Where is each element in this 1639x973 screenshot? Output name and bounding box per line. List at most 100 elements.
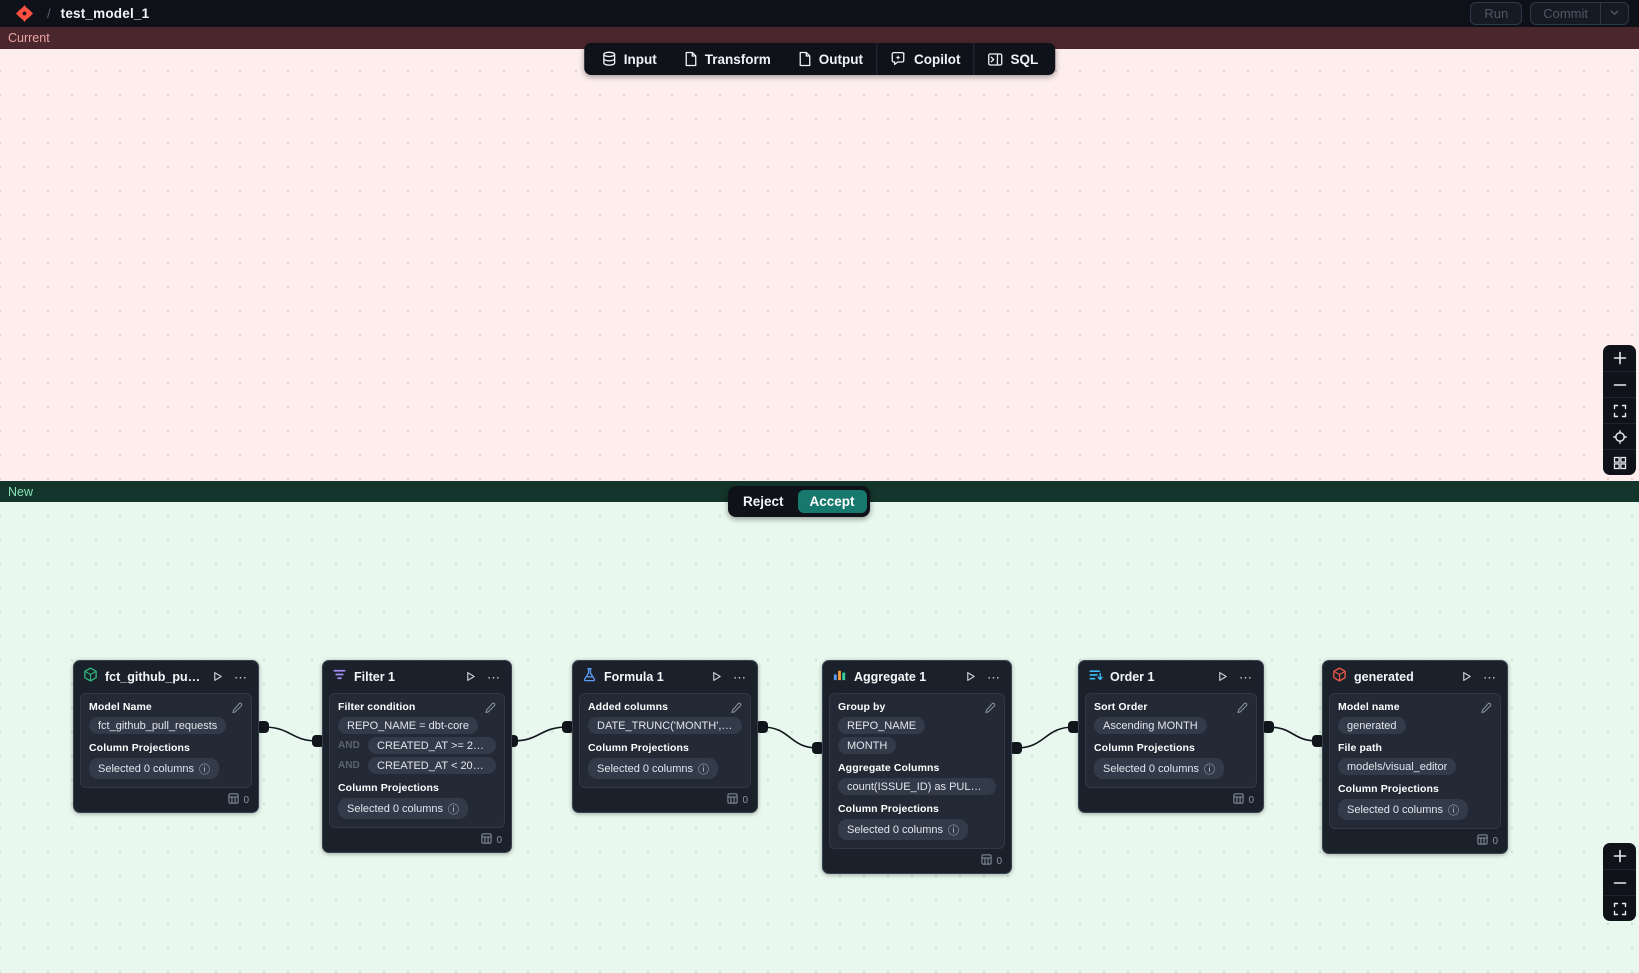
dbt-logo-icon[interactable]: [16, 5, 33, 22]
database-icon: [601, 51, 617, 67]
current-canvas[interactable]: [0, 49, 1639, 481]
value-chip[interactable]: REPO_NAME: [838, 717, 926, 734]
new-section-label: New: [8, 484, 34, 499]
toolbar-copilot-label: Copilot: [914, 51, 961, 67]
node-header[interactable]: Order 1⋯: [1079, 661, 1263, 692]
chip-text: MONTH: [847, 739, 888, 752]
edit-pencil-icon[interactable]: [730, 701, 742, 719]
node-run-button[interactable]: [1459, 671, 1474, 684]
zoom-out-button[interactable]: [1603, 869, 1636, 895]
node-run-button[interactable]: [463, 671, 478, 684]
fit-view-button[interactable]: [1603, 397, 1636, 423]
result-table-icon: [727, 793, 739, 807]
info-icon[interactable]: ⓘ: [199, 763, 210, 776]
reject-button[interactable]: Reject: [731, 491, 796, 512]
edit-pencil-icon[interactable]: [1236, 701, 1248, 719]
value-chip[interactable]: CREATED_AT >= 2024-12-01: [368, 737, 496, 754]
section-label: Sort Order: [1094, 701, 1148, 713]
chip-text: Selected 0 columns: [98, 762, 194, 775]
row-count: 0: [496, 834, 502, 846]
toolbar-output-button[interactable]: Output: [784, 43, 876, 75]
toolbar-copilot-button[interactable]: Copilot: [877, 43, 974, 75]
value-chip[interactable]: Selected 0 columns ⓘ: [1338, 799, 1468, 820]
commit-button[interactable]: Commit: [1531, 3, 1600, 24]
focus-button[interactable]: [1603, 423, 1636, 449]
fit-view-button[interactable]: [1603, 895, 1636, 921]
node-header[interactable]: fct_github_pull_requests⋯: [74, 661, 258, 692]
edit-pencil-icon[interactable]: [1480, 701, 1492, 719]
zoom-out-button[interactable]: [1603, 371, 1636, 397]
zoom-in-button[interactable]: [1603, 843, 1636, 869]
edit-pencil-icon[interactable]: [984, 701, 996, 719]
value-chip[interactable]: models/visual_editor: [1338, 758, 1457, 775]
value-chip[interactable]: CREATED_AT < 2025-03-01: [368, 757, 496, 774]
info-icon[interactable]: ⓘ: [1204, 763, 1215, 776]
layout-grid-button[interactable]: [1603, 449, 1636, 475]
toolbar-sql-button[interactable]: SQL: [975, 43, 1052, 75]
value-chip[interactable]: generated: [1338, 717, 1406, 734]
chip-text: DATE_TRUNC('MONTH', CREATED_AT…: [597, 719, 733, 732]
toolbar-separator: [876, 43, 877, 75]
node-menu-button[interactable]: ⋯: [487, 669, 501, 685]
node-run-button[interactable]: [1215, 671, 1230, 684]
edit-pencil-icon[interactable]: [231, 701, 243, 719]
commit-dropdown-button[interactable]: [1600, 3, 1628, 24]
edit-pencil-icon[interactable]: [484, 701, 496, 719]
info-icon[interactable]: ⓘ: [948, 824, 959, 837]
node-run-button[interactable]: [210, 671, 225, 684]
node-run-button[interactable]: [709, 671, 724, 684]
node-menu-button[interactable]: ⋯: [1239, 669, 1253, 685]
section-label: Column Projections: [1338, 783, 1439, 795]
node-title: Aggregate 1: [854, 670, 927, 684]
run-button[interactable]: Run: [1470, 2, 1523, 25]
info-icon[interactable]: ⓘ: [1448, 804, 1459, 817]
info-icon[interactable]: ⓘ: [698, 763, 709, 776]
value-chip[interactable]: fct_github_pull_requests: [89, 717, 227, 734]
node-header[interactable]: Formula 1⋯: [573, 661, 757, 692]
toolbar-separator: [973, 43, 975, 75]
row-count: 0: [1248, 794, 1254, 806]
formula-icon: [582, 667, 597, 687]
value-chip[interactable]: count(ISSUE_ID) as PULL_REQUEST_…: [838, 778, 996, 795]
node-menu-button[interactable]: ⋯: [1483, 669, 1497, 685]
node-menu-button[interactable]: ⋯: [733, 669, 747, 685]
diff-actions-pill: Reject Accept: [728, 486, 870, 517]
toolbar-transform-button[interactable]: Transform: [670, 43, 784, 75]
value-chip[interactable]: MONTH: [838, 737, 897, 754]
zoom-in-button[interactable]: [1603, 345, 1636, 371]
chip-row: models/visual_editor: [1338, 758, 1492, 775]
section-label: Added columns: [588, 701, 669, 713]
section-label: Column Projections: [338, 782, 439, 794]
node-header[interactable]: generated⋯: [1323, 661, 1507, 692]
section-label: Column Projections: [588, 742, 689, 754]
chip-text: Selected 0 columns: [1347, 803, 1443, 816]
value-chip[interactable]: Ascending MONTH: [1094, 717, 1207, 734]
value-chip[interactable]: Selected 0 columns ⓘ: [89, 758, 219, 779]
node-header[interactable]: Aggregate 1 ⋯: [823, 661, 1011, 692]
node-menu-button[interactable]: ⋯: [234, 669, 248, 685]
value-chip[interactable]: DATE_TRUNC('MONTH', CREATED_AT…: [588, 717, 742, 734]
info-icon[interactable]: ⓘ: [448, 803, 459, 816]
node-header[interactable]: Filter 1⋯: [323, 661, 511, 692]
toolbar-output-label: Output: [818, 51, 863, 67]
node-run-button[interactable]: [963, 671, 978, 684]
toolbar-input-button[interactable]: Input: [588, 43, 670, 75]
value-chip[interactable]: REPO_NAME = dbt-core: [338, 717, 478, 734]
node-fct-github-pull-requests[interactable]: fct_github_pull_requests⋯Model Namefct_g…: [73, 660, 259, 813]
node-menu-button[interactable]: ⋯: [987, 669, 1001, 685]
accept-button[interactable]: Accept: [797, 490, 867, 513]
